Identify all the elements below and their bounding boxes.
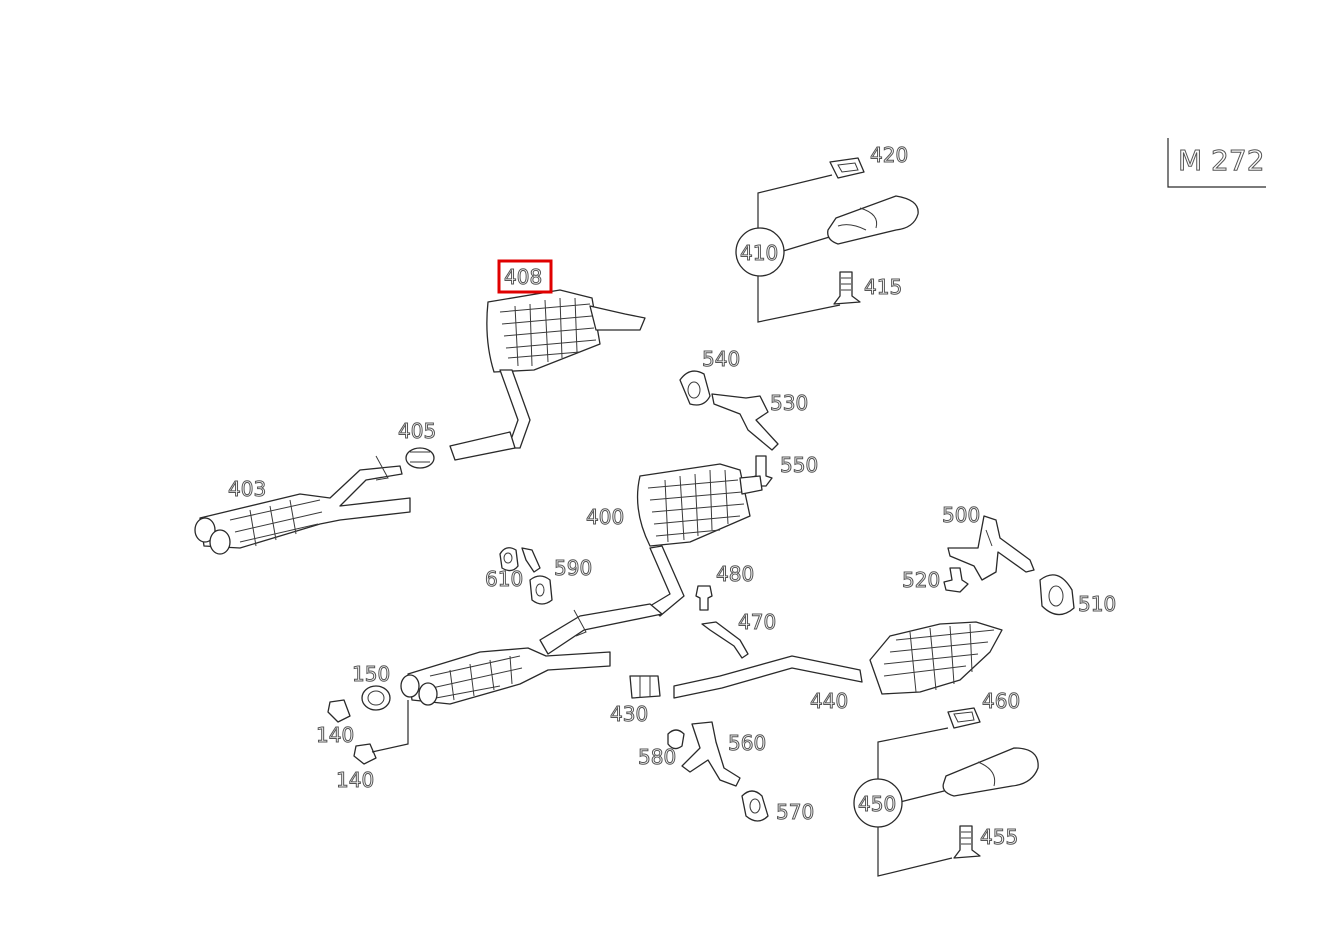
engine-code-label: M 272 <box>1178 144 1265 177</box>
part-label-440[interactable]: 440 <box>810 689 849 714</box>
rubber-mount-540-shape <box>679 370 711 406</box>
screw-455-shape <box>953 825 981 859</box>
silencer-408-shape <box>486 289 601 373</box>
bracket-500-shape <box>947 515 1035 581</box>
tailpipe-trim-group-upper <box>735 157 919 323</box>
highlight-box-408 <box>497 259 553 294</box>
part-label-430[interactable]: 430 <box>610 702 649 727</box>
part-label-405[interactable]: 405 <box>398 419 437 444</box>
part-label-400[interactable]: 400 <box>586 505 625 530</box>
tailpipe-trim-410-shape <box>827 195 919 245</box>
rubber-mount-570-shape <box>741 790 769 822</box>
part-label-415[interactable]: 415 <box>864 275 903 300</box>
bolt-520-shape <box>943 567 969 593</box>
part-label-470[interactable]: 470 <box>738 610 777 635</box>
part-label-590[interactable]: 590 <box>554 556 593 581</box>
silencer-408-group <box>449 289 646 461</box>
part-label-500[interactable]: 500 <box>942 503 981 528</box>
part-label-530[interactable]: 530 <box>770 391 809 416</box>
front-pipe-403-group <box>194 455 411 555</box>
bolt-480-group <box>695 585 713 611</box>
bracket-530-shape <box>711 393 779 451</box>
callout-circle-450 <box>853 778 903 828</box>
silencer-400-group <box>539 463 763 655</box>
part-label-420[interactable]: 420 <box>870 143 909 168</box>
rear-pipe-440-group <box>673 621 1003 699</box>
part-label-480[interactable]: 480 <box>716 562 755 587</box>
engine-code-box: M 272 <box>1167 138 1266 188</box>
part-label-550[interactable]: 550 <box>780 453 819 478</box>
part-label-570[interactable]: 570 <box>776 800 815 825</box>
screw-415-shape <box>833 271 861 305</box>
ring-150-shape <box>361 685 391 711</box>
part-label-150[interactable]: 150 <box>352 662 391 687</box>
bracket-560-shape <box>681 721 741 787</box>
bracket-560-group <box>667 721 769 822</box>
part-label-450[interactable]: 450 <box>858 792 897 817</box>
bracket-500-group <box>943 515 1075 616</box>
strap-470-group <box>701 621 749 659</box>
mount-610-590-group <box>499 547 553 605</box>
rear-pipe-440-shape <box>673 655 863 699</box>
nut-580-shape <box>667 729 685 750</box>
part-label-460[interactable]: 460 <box>982 689 1021 714</box>
part-label-455[interactable]: 455 <box>980 825 1019 850</box>
tailpipe-trim-group-lower <box>853 707 1039 877</box>
callout-circle-410 <box>735 227 785 277</box>
part-label-410[interactable]: 410 <box>740 241 779 266</box>
part-label-140-upper[interactable]: 140 <box>316 723 355 748</box>
clip-460-shape <box>947 707 981 729</box>
bracket-530-group <box>679 370 779 451</box>
part-label-510[interactable]: 510 <box>1078 592 1117 617</box>
clip-420-shape <box>829 157 865 179</box>
front-pipe-lower-shape <box>407 647 611 705</box>
part-label-140-lower[interactable]: 140 <box>336 768 375 793</box>
clamp-405-group <box>405 447 435 469</box>
part-label-540[interactable]: 540 <box>702 347 741 372</box>
part-label-408[interactable]: 408 <box>504 265 543 290</box>
part-label-560[interactable]: 560 <box>728 731 767 756</box>
part-label-610[interactable]: 610 <box>485 567 524 592</box>
front-pipe-lower-group <box>327 609 611 765</box>
part-label-520[interactable]: 520 <box>902 568 941 593</box>
part-label-403[interactable]: 403 <box>228 477 267 502</box>
part-label-580[interactable]: 580 <box>638 745 677 770</box>
clamp-430-group <box>629 675 661 699</box>
tailpipe-trim-450-shape <box>942 747 1039 797</box>
rubber-mount-510-shape <box>1039 574 1075 616</box>
